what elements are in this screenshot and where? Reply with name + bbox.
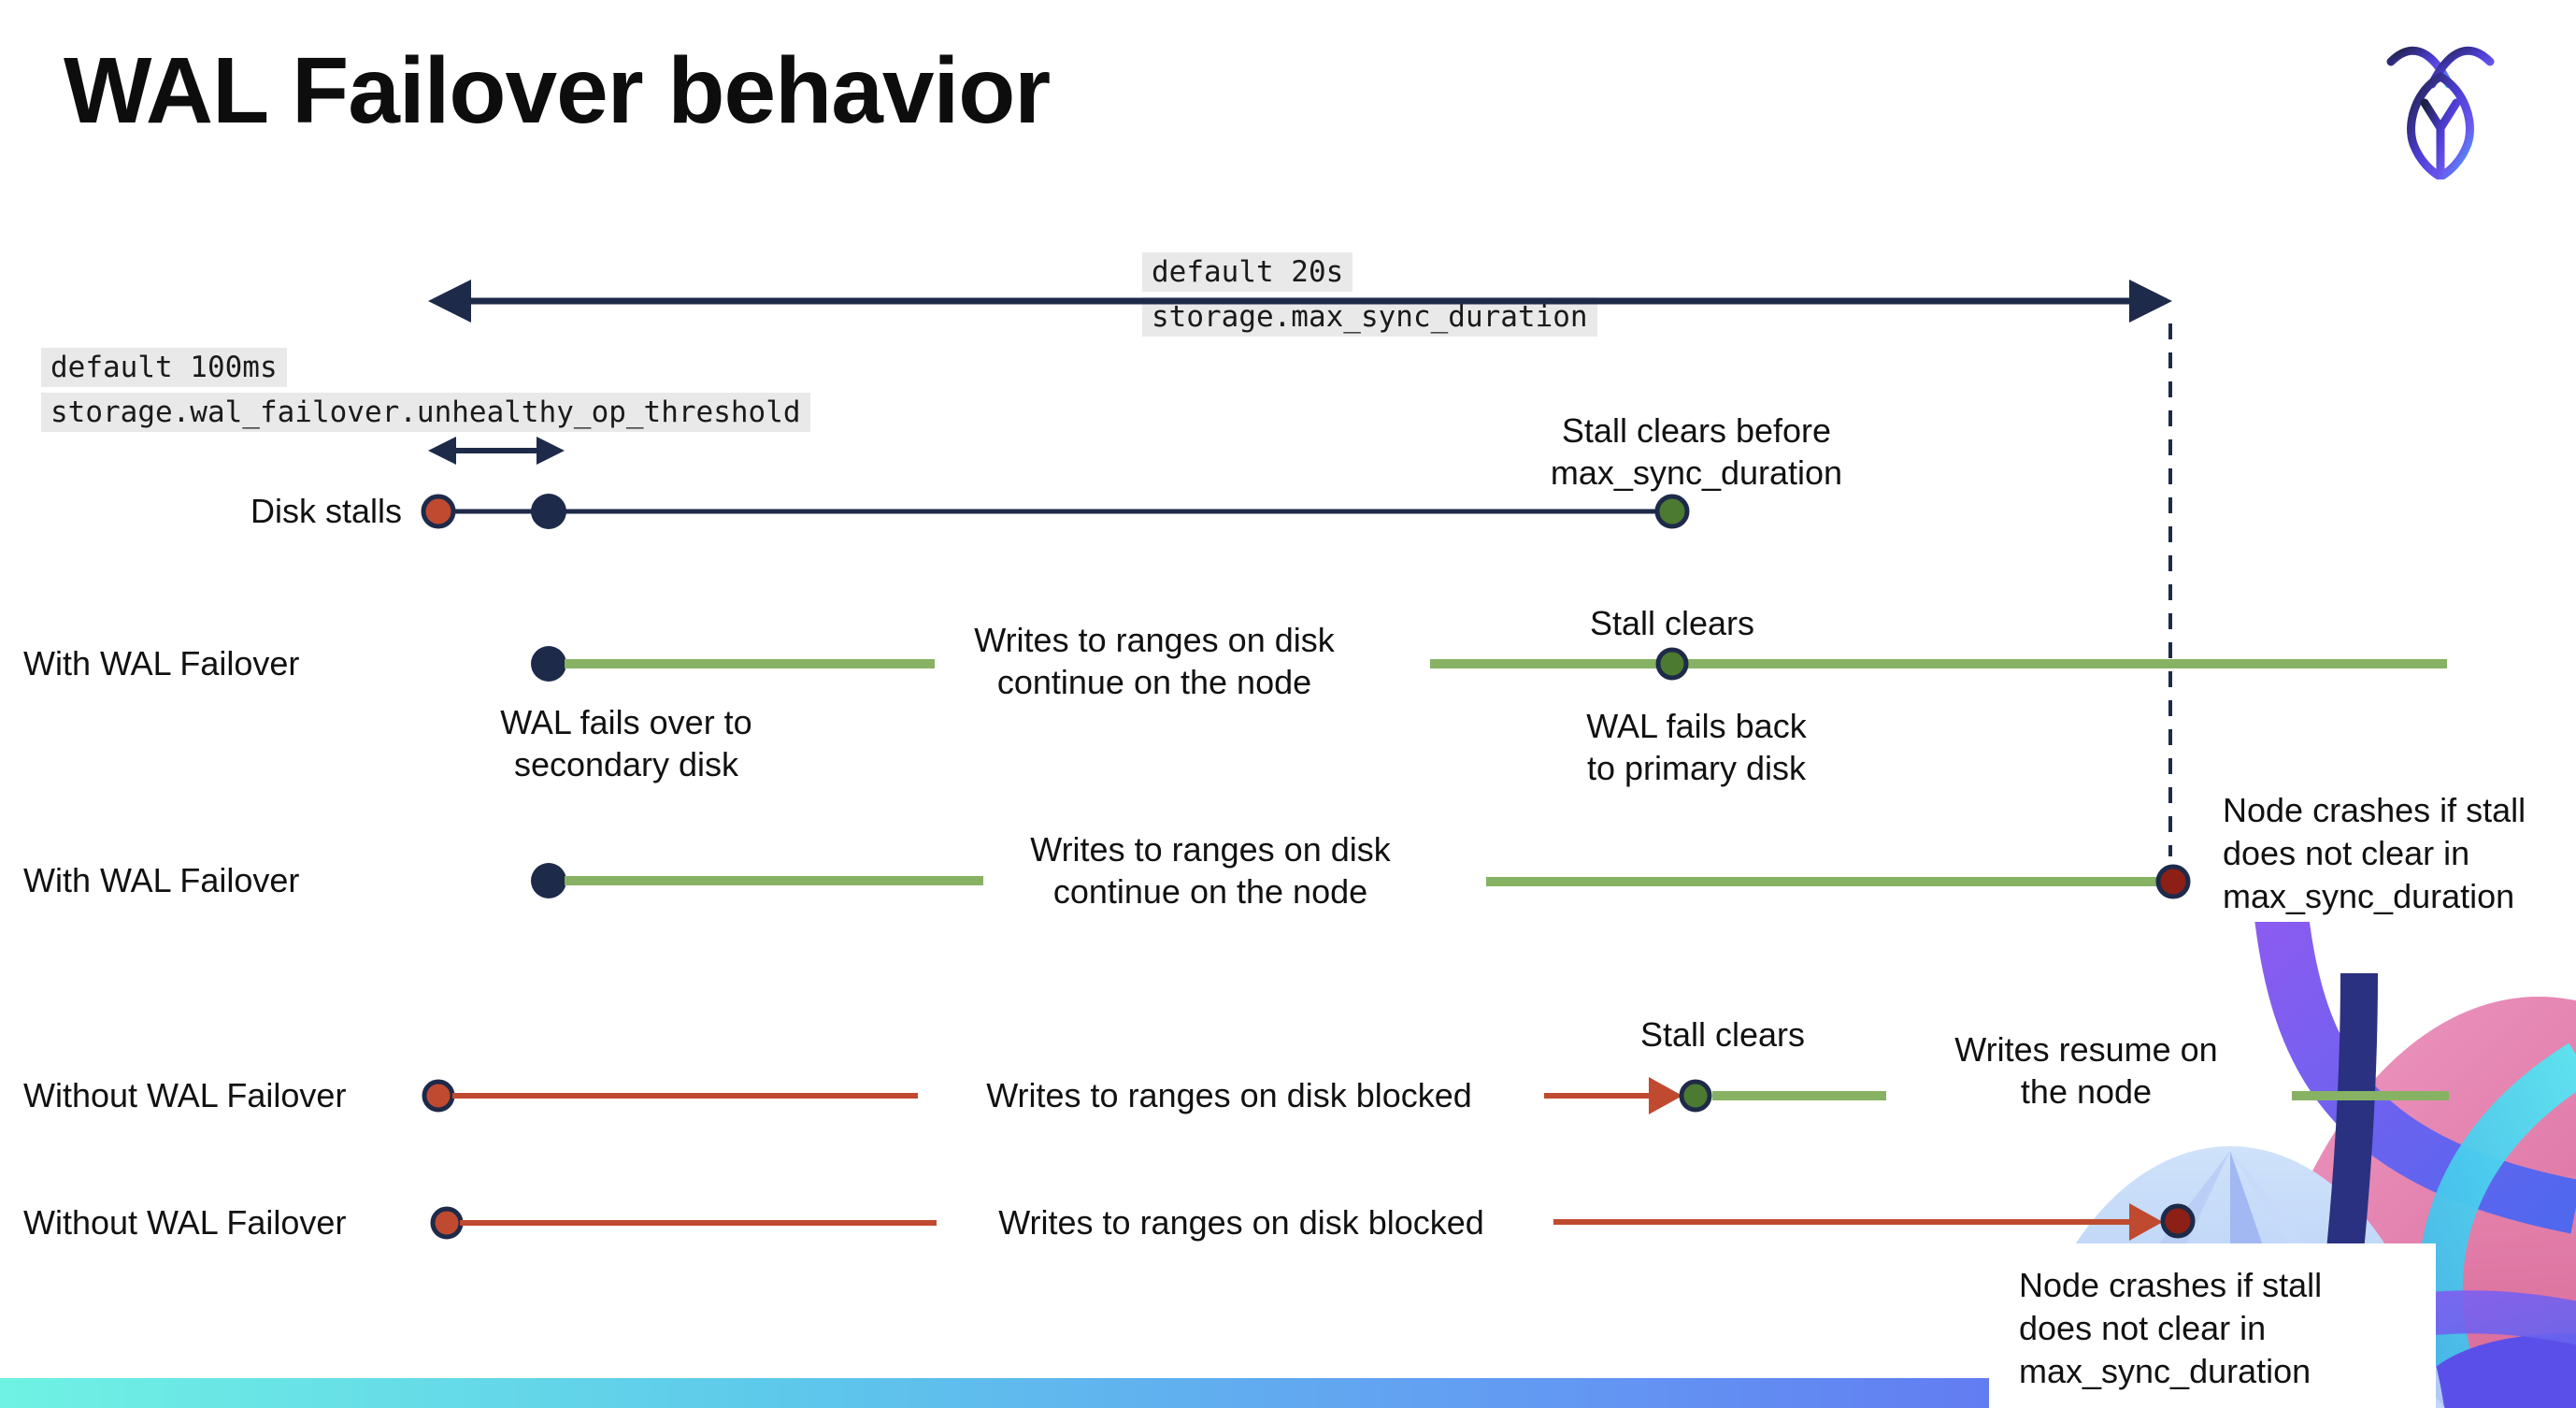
annotation-wal-fails-over: WAL fails over to secondary disk [500,703,752,783]
setting-label-max-sync-duration: default 20s storage.max_sync_duration [1142,252,1597,337]
stall-start-dot [421,494,456,529]
stall-start-dot [422,1079,455,1113]
page-title: WAL Failover behavior [64,38,1051,143]
annotation-wal-fails-back: WAL fails back to primary disk [1586,707,1807,787]
crash-note-box: Node crashes if stall does not clear in … [1989,1243,2436,1408]
purple-base [2417,1333,2576,1408]
crash-note-text: Node crashes if stall does not clear in … [2019,1266,2323,1390]
annotation-writes-resume: Writes resume on the node [1954,1030,2218,1111]
setting-default-value: default 100ms [41,348,287,387]
row-label-with-wal-failover-2: With WAL Failover [23,861,300,899]
row-label-with-wal-failover-1: With WAL Failover [23,644,300,682]
setting-name: storage.wal_failover.unhealthy_op_thresh… [41,393,810,432]
setting-label-unhealthy-op-threshold: default 100ms storage.wal_failover.unhea… [41,348,810,432]
timeline-row-disk-stalls [421,494,1690,529]
unhealthy-op-threshold-arrow [428,437,565,465]
cyan-arc [2417,1042,2576,1408]
setting-default-value: default 20s [1142,252,1353,292]
failover-threshold-dot [531,494,566,529]
annotation-stall-clears-before: Stall clears before max_sync_duration [1550,411,1843,492]
failover-dot [531,646,566,682]
annotation-stall-clears-1: Stall clears [1589,604,1755,642]
cockroach-logo-icon [2386,46,2495,180]
node-crash-dot [2155,864,2191,899]
setting-name: storage.max_sync_duration [1142,297,1597,337]
stall-start-dot [430,1206,464,1240]
blocked-arrowhead [1649,1077,1682,1114]
failover-dot [531,863,566,898]
logo-y-stem [2420,98,2461,180]
row-label-disk-stalls: Disk stalls [250,492,402,530]
annotation-writes-blocked-2: Writes to ranges on disk blocked [998,1203,1484,1242]
annotation-writes-continue-2: Writes to ranges on disk continue on the… [1030,830,1391,911]
annotation-writes-continue-1: Writes to ranges on disk continue on the… [974,621,1335,701]
stall-clears-dot [1655,647,1689,681]
annotation-stall-clears-2: Stall clears [1639,1015,1806,1054]
annotation-node-crashes-1: Node crashes if stall does not clear in … [2223,791,2526,915]
stall-clears-dot [1679,1079,1712,1113]
row-label-without-wal-failover-2: Without WAL Failover [23,1203,347,1242]
stall-clears-dot [1654,494,1690,529]
row-label-without-wal-failover-1: Without WAL Failover [23,1076,347,1114]
annotation-writes-blocked-1: Writes to ranges on disk blocked [986,1076,1472,1114]
timeline-row-with-wal-failover-1 [531,646,2447,682]
